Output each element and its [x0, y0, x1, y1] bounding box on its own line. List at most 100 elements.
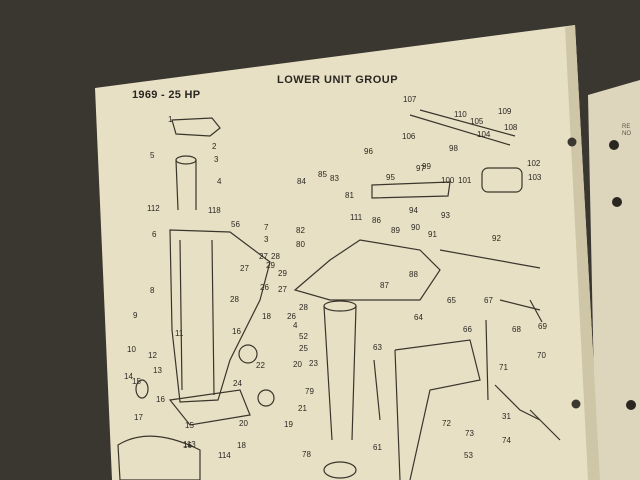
part-callout-68: 68	[512, 325, 521, 334]
part-callout-101: 101	[458, 176, 472, 185]
part-callout-28: 28	[299, 303, 308, 312]
part-callout-84: 84	[297, 177, 306, 186]
part-callout-27: 27	[240, 264, 249, 273]
part-callout-18: 18	[237, 441, 246, 450]
part-callout-78: 78	[302, 450, 311, 459]
page-title: LOWER UNIT GROUP	[277, 74, 399, 86]
part-callout-6: 6	[152, 230, 157, 239]
part-callout-53: 53	[464, 451, 473, 460]
part-callout-80: 80	[296, 240, 305, 249]
part-callout-17: 17	[134, 413, 143, 422]
page-year-hp: 1969 - 25 HP	[132, 89, 201, 101]
part-callout-18: 18	[262, 312, 271, 321]
part-callout-24: 24	[233, 379, 242, 388]
part-callout-81: 81	[345, 191, 354, 200]
part-callout-106: 106	[402, 132, 416, 141]
part-callout-92: 92	[492, 234, 501, 243]
part-callout-118: 118	[208, 206, 221, 215]
part-callout-85: 85	[318, 170, 327, 179]
part-callout-15: 15	[185, 421, 194, 430]
part-callout-108: 108	[504, 123, 518, 132]
part-callout-11: 11	[175, 329, 184, 338]
part-callout-86: 86	[372, 216, 381, 225]
part-callout-111: 111	[350, 213, 363, 222]
part-callout-107: 107	[403, 95, 417, 104]
part-callout-9: 9	[133, 311, 138, 320]
part-callout-2: 2	[212, 142, 217, 151]
part-callout-7: 7	[264, 223, 269, 232]
part-callout-79: 79	[305, 387, 314, 396]
binder-hole	[567, 137, 577, 147]
part-callout-16: 16	[156, 395, 165, 404]
part-callout-103: 103	[528, 173, 542, 182]
part-callout-22: 22	[256, 361, 265, 370]
part-callout-28: 28	[230, 295, 239, 304]
part-callout-64: 64	[414, 313, 423, 322]
part-callout-82: 82	[296, 226, 305, 235]
part-callout-91: 91	[428, 230, 437, 239]
corner-line: RE	[622, 124, 631, 130]
part-callout-104: 104	[477, 130, 491, 139]
part-callout-105: 105	[470, 117, 484, 126]
part-callout-3: 3	[214, 155, 219, 164]
part-callout-19: 19	[284, 420, 293, 429]
part-callout-12: 12	[148, 351, 157, 360]
part-callout-110: 110	[454, 110, 467, 119]
part-callout-27: 27	[278, 285, 287, 294]
part-callout-90: 90	[411, 223, 420, 232]
part-callout-63: 63	[373, 343, 382, 352]
part-callout-21: 21	[298, 404, 307, 413]
part-drawings	[117, 109, 561, 480]
part-callout-70: 70	[537, 351, 546, 360]
part-callout-56: 56	[231, 220, 240, 229]
part-callout-66: 66	[463, 325, 472, 334]
right-page	[588, 80, 640, 480]
part-callout-114: 114	[218, 451, 231, 460]
part-callout-102: 102	[527, 159, 541, 168]
right-page-corner-text: RE NO	[622, 124, 631, 138]
part-callout-65: 65	[447, 296, 456, 305]
part-callout-73: 73	[465, 429, 474, 438]
part-callout-27: 27	[259, 252, 268, 261]
part-callout-112: 112	[147, 204, 160, 213]
part-callout-67: 67	[484, 296, 493, 305]
part-callout-10: 10	[127, 345, 136, 354]
part-callout-83: 83	[330, 174, 339, 183]
part-callout-74: 74	[502, 436, 511, 445]
part-callout-23: 23	[309, 359, 318, 368]
part-callout-61: 61	[373, 443, 382, 452]
part-callout-100: 100	[441, 176, 455, 185]
part-callout-3: 3	[264, 235, 269, 244]
part-callout-72: 72	[442, 419, 451, 428]
part-callout-98: 98	[449, 144, 458, 153]
part-callout-94: 94	[409, 206, 418, 215]
part-callout-4: 4	[293, 321, 298, 330]
binder-hole	[626, 400, 636, 410]
part-callout-96: 96	[364, 147, 373, 156]
part-callout-109: 109	[498, 107, 512, 116]
corner-line: NO	[622, 131, 631, 137]
part-callout-5: 5	[150, 151, 155, 160]
binder-hole	[571, 399, 581, 409]
part-callout-20: 20	[239, 419, 248, 428]
binder-hole	[609, 140, 619, 150]
main-page	[95, 25, 600, 480]
part-callout-29: 29	[266, 261, 275, 270]
part-callout-89: 89	[391, 226, 400, 235]
part-callout-87: 87	[380, 281, 389, 290]
binder-hole	[612, 197, 622, 207]
part-callout-52: 52	[299, 332, 308, 341]
part-callout-95: 95	[386, 173, 395, 182]
part-callout-13: 13	[153, 366, 162, 375]
part-callout-97: 97	[416, 164, 425, 173]
part-callout-28: 28	[271, 252, 280, 261]
part-callout-25: 25	[299, 344, 308, 353]
part-callout-29: 29	[278, 269, 287, 278]
part-callout-113: 113	[183, 440, 196, 449]
part-callout-69: 69	[538, 322, 547, 331]
part-callout-26: 26	[287, 312, 296, 321]
part-callout-16: 16	[232, 327, 241, 336]
